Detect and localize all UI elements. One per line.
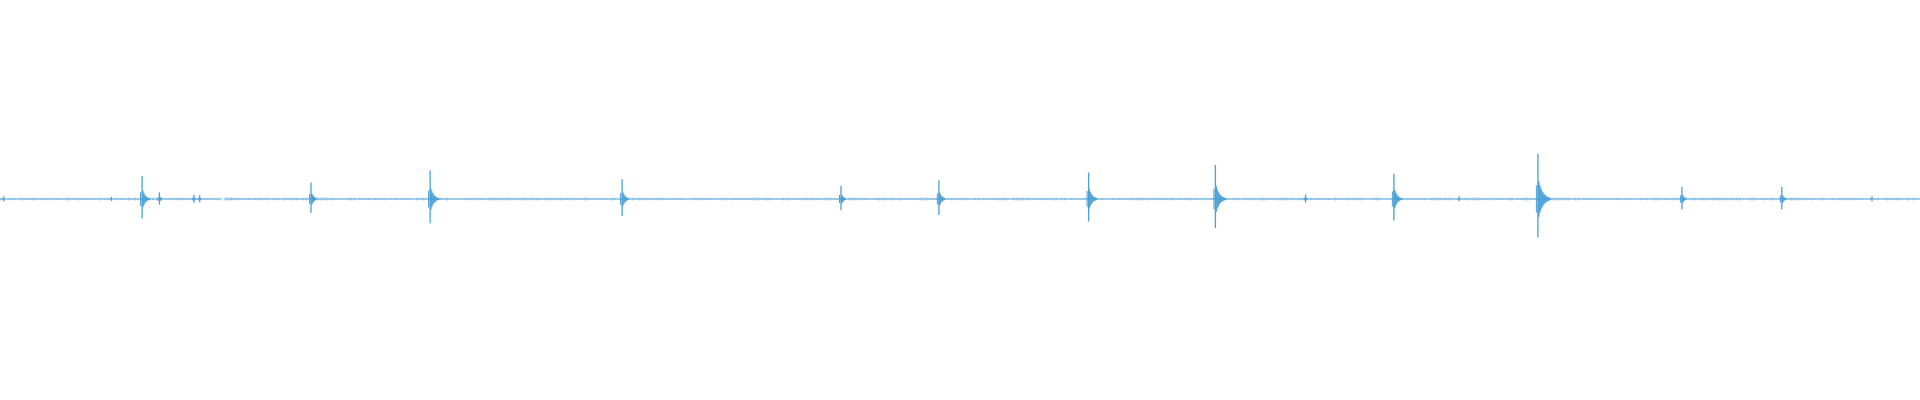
waveform-peak (1870, 196, 1873, 202)
waveform-peak (1391, 173, 1403, 221)
waveform-peak (191, 194, 196, 203)
waveform-peak (157, 192, 162, 205)
waveform-peak (197, 195, 202, 203)
waveform-peak (1086, 172, 1098, 222)
waveform-peak (1779, 186, 1787, 210)
waveform-peak (1457, 196, 1460, 202)
waveform-peak (936, 180, 946, 215)
waveform-peak (428, 170, 440, 224)
waveform-peak (1303, 194, 1308, 203)
waveform-peak (839, 185, 846, 211)
waveform-peak (1679, 186, 1687, 210)
waveform-peak (109, 196, 113, 201)
waveform-peak (309, 182, 317, 213)
waveform-peak (1, 196, 5, 202)
waveform-peak (1213, 164, 1226, 228)
waveform-peak (140, 175, 150, 219)
waveform-peak (1535, 153, 1551, 238)
waveform-peak (620, 179, 629, 216)
